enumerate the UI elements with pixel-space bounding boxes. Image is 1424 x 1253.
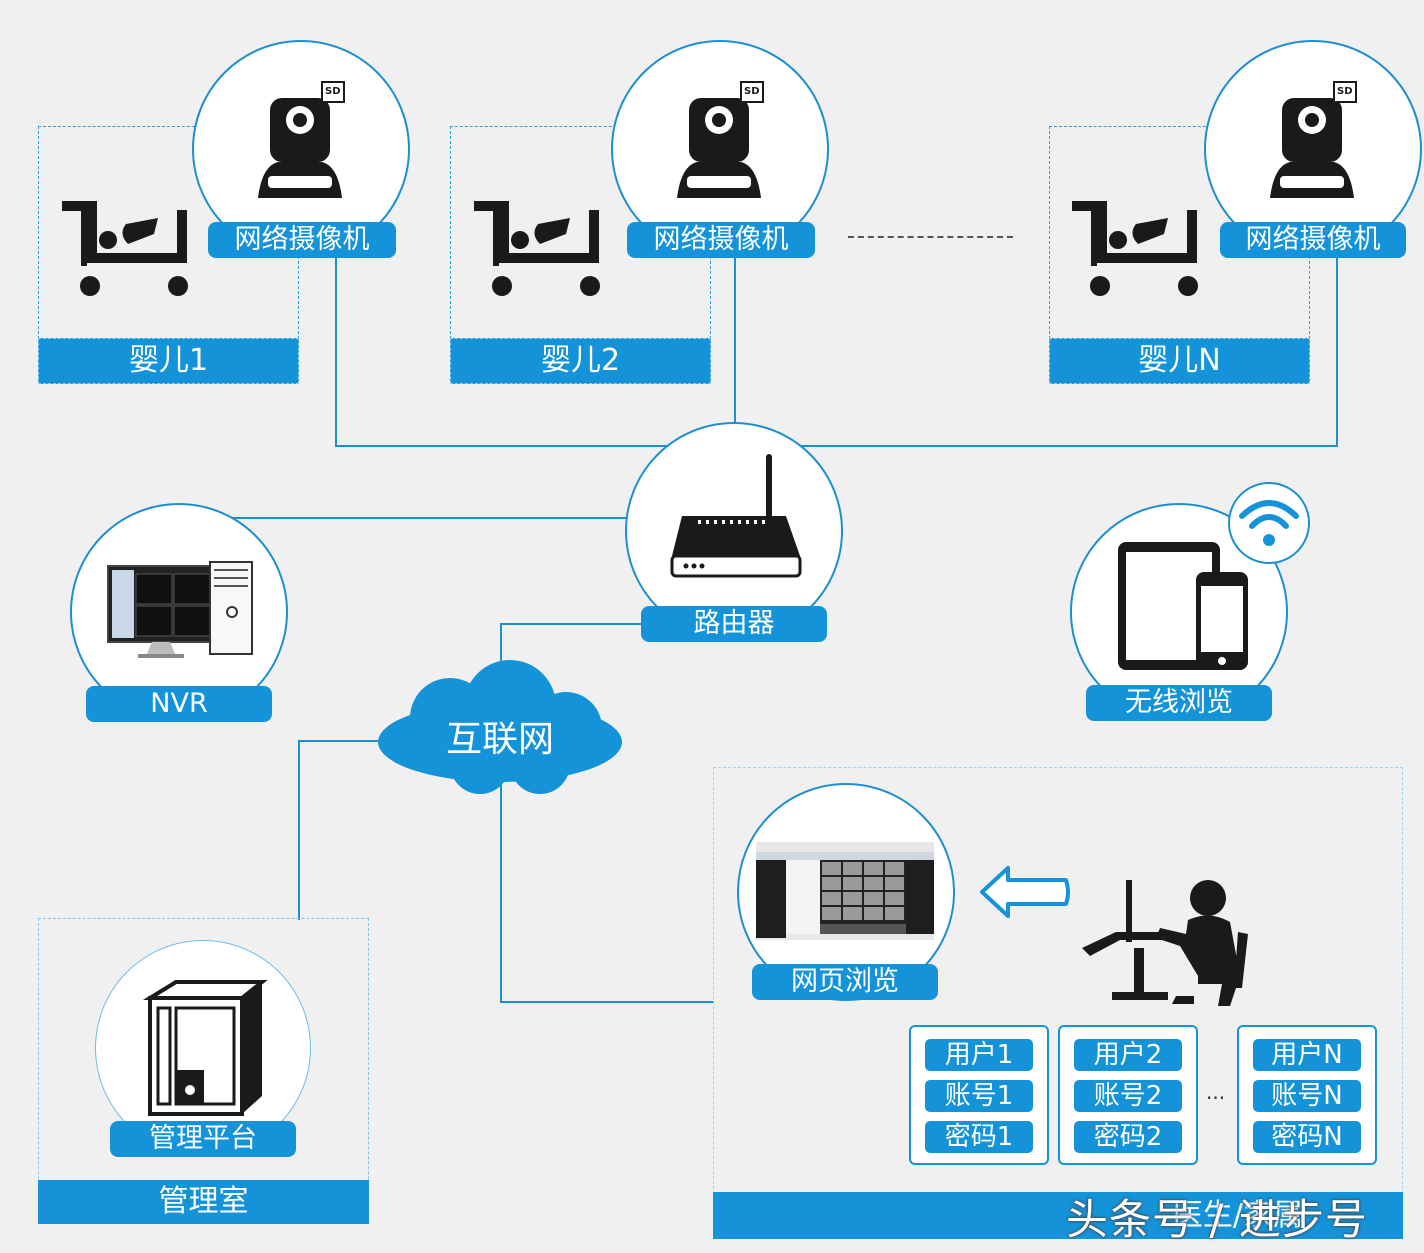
- sd-card-label: SD: [1337, 86, 1353, 97]
- wifi-badge: [1228, 482, 1310, 564]
- connector-line: [500, 770, 502, 1003]
- user-account: 账号1: [925, 1080, 1033, 1112]
- wireless-label: 无线浏览: [1086, 685, 1272, 721]
- platform-label: 管理平台: [110, 1121, 296, 1157]
- connector-line: [335, 445, 1338, 447]
- connector-line: [298, 740, 378, 742]
- camera-label: 网络摄像机: [627, 222, 815, 258]
- family-area-bar: 医生/家属: [713, 1192, 1403, 1239]
- baby-crib-icon: [1072, 201, 1198, 296]
- network-camera-icon: [258, 81, 345, 198]
- web-label: 网页浏览: [752, 964, 938, 1000]
- network-camera-icon: [677, 81, 764, 198]
- user-card-n: 用户N 账号N 密码N: [1237, 1025, 1377, 1165]
- family-area-label: 医生/家属: [1172, 1198, 1303, 1233]
- user-name: 用户2: [1074, 1039, 1182, 1071]
- person-at-computer-icon: [1082, 880, 1248, 1006]
- nvr-label: NVR: [86, 686, 272, 722]
- connector-line: [734, 253, 736, 446]
- sd-card-label: SD: [744, 86, 760, 97]
- arrow-left-icon: [980, 866, 1070, 918]
- connector-line: [1336, 253, 1338, 446]
- management-room-bar: 管理室: [38, 1180, 369, 1224]
- user-password: 密码1: [925, 1121, 1033, 1153]
- management-room-label: 管理室: [158, 1184, 249, 1219]
- baby-crib-icon: [474, 201, 600, 296]
- user-account: 账号2: [1074, 1080, 1182, 1112]
- users-ellipsis: ...: [1206, 1080, 1226, 1104]
- connector-line: [500, 623, 642, 625]
- user-password: 密码N: [1253, 1121, 1361, 1153]
- baby-label-bar: 婴儿N: [1049, 338, 1310, 384]
- user-card-1: 用户1 账号1 密码1: [909, 1025, 1049, 1165]
- camera-label: 网络摄像机: [208, 222, 396, 258]
- user-name: 用户1: [925, 1039, 1033, 1071]
- web-screenshot-icon: [756, 842, 934, 940]
- connector-line: [298, 740, 300, 920]
- connector-line: [335, 253, 337, 446]
- user-name: 用户N: [1253, 1039, 1361, 1071]
- server-icon: [142, 980, 268, 1116]
- user-card-2: 用户2 账号2 密码2: [1058, 1025, 1198, 1165]
- wifi-icon: [1239, 500, 1299, 546]
- user-password: 密码2: [1074, 1121, 1182, 1153]
- ellipsis-dashed-line: [848, 236, 1013, 238]
- watermark-text: 头条号 / 进步号: [1066, 1195, 1368, 1244]
- baby-label: 婴儿N: [1138, 343, 1221, 378]
- connector-line: [230, 517, 640, 519]
- platform-circle: [95, 940, 311, 1156]
- connector-line: [500, 1001, 714, 1003]
- internet-label: 互联网: [445, 719, 554, 760]
- user-account: 账号N: [1253, 1080, 1361, 1112]
- router-icon: [670, 454, 802, 578]
- router-label: 路由器: [641, 606, 827, 642]
- camera-label: 网络摄像机: [1220, 222, 1406, 258]
- baby-label-bar: 婴儿1: [38, 338, 299, 384]
- cloud-icon: [378, 660, 622, 794]
- baby-crib-icon: [62, 201, 188, 296]
- baby-label: 婴儿2: [540, 343, 621, 378]
- baby-label: 婴儿1: [128, 343, 209, 378]
- tablet-phone-icon: [1118, 542, 1248, 670]
- connector-line: [500, 623, 502, 683]
- nvr-computer-icon: [107, 561, 253, 658]
- sd-card-label: SD: [325, 86, 341, 97]
- network-camera-icon: [1270, 81, 1357, 198]
- baby-label-bar: 婴儿2: [450, 338, 711, 384]
